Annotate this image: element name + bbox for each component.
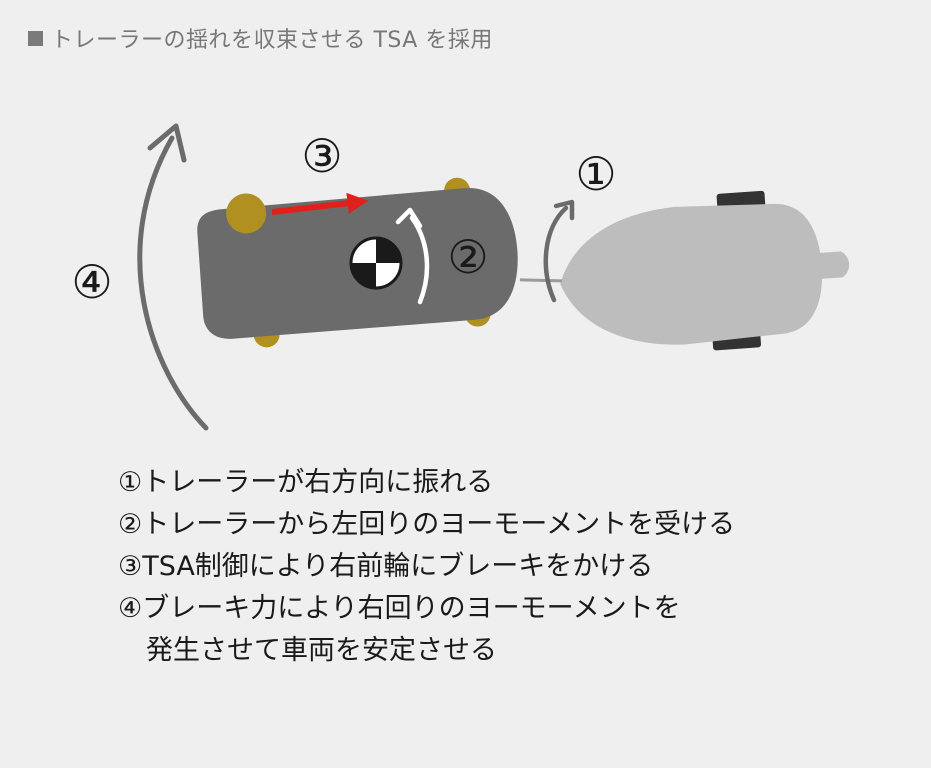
tsa-diagram: ① ② ③ ④ xyxy=(71,123,850,431)
label-one: ① xyxy=(575,147,616,201)
turn-arrow-one xyxy=(543,205,569,303)
brake-force-arrow xyxy=(271,192,369,215)
step-3: ③TSA制御により右前輪にブレーキをかける xyxy=(118,551,654,582)
step-4-continued: 発生させて車両を安定させる xyxy=(146,635,497,666)
step-2: ②トレーラーから左回りのヨーモーメントを受ける xyxy=(118,509,736,540)
label-two: ② xyxy=(447,230,488,284)
trailer xyxy=(519,190,850,351)
step-1: ①トレーラーが右方向に振れる xyxy=(118,467,494,498)
yaw-moment-arrow xyxy=(137,135,209,431)
yaw-moment-arrow-head xyxy=(147,123,187,163)
label-four: ④ xyxy=(71,255,112,309)
center-of-gravity-icon xyxy=(349,236,403,290)
car-wheel-rear-right xyxy=(226,193,267,234)
step-4: ④ブレーキ力により右回りのヨーモーメントを xyxy=(118,593,681,624)
steps-list: ①トレーラーが右方向に振れる ②トレーラーから左回りのヨーモーメントを受ける ③… xyxy=(118,462,735,672)
header-title: トレーラーの揺れを収束させる TSA を採用 xyxy=(51,28,493,53)
trailer-motor xyxy=(816,251,850,280)
trailer-body xyxy=(560,203,823,345)
turn-arrow-two xyxy=(409,215,430,305)
square-bullet-icon xyxy=(28,30,43,46)
label-three: ③ xyxy=(301,129,342,183)
header: トレーラーの揺れを収束させる TSA を採用 xyxy=(28,22,493,54)
